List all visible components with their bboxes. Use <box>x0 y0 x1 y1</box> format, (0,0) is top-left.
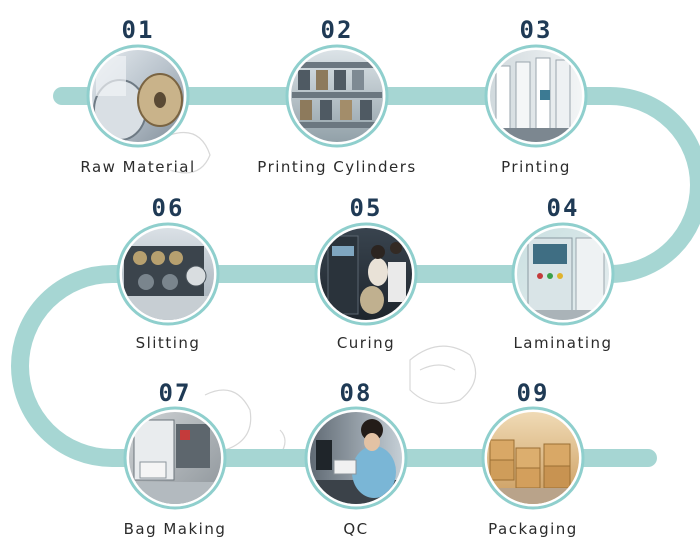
step-06 <box>116 222 220 326</box>
step-label: Printing Cylinders <box>257 158 417 176</box>
step-number: 09 <box>516 379 550 407</box>
step-07 <box>123 406 227 510</box>
background-sketch-decoration <box>169 131 477 456</box>
step-09 <box>481 406 585 510</box>
step-01 <box>86 44 190 148</box>
step-label: Bag Making <box>123 520 227 538</box>
step-number: 07 <box>158 379 192 407</box>
step-number: 03 <box>519 16 553 44</box>
step-02 <box>285 44 389 148</box>
step-label: Curing <box>336 334 396 352</box>
step-label: Printing <box>501 158 571 176</box>
step-03 <box>484 44 588 148</box>
process-track <box>11 87 700 467</box>
printing-cylinders-rack-photo <box>291 50 383 142</box>
step-number: 04 <box>546 194 580 222</box>
quality-control-photo <box>310 412 402 504</box>
step-05 <box>314 222 418 326</box>
step-number: 05 <box>349 194 383 222</box>
step-number: 01 <box>121 16 155 44</box>
step-number: 02 <box>320 16 354 44</box>
step-label: Packaging <box>488 520 578 538</box>
step-label: Raw Material <box>80 158 196 176</box>
step-08 <box>304 406 408 510</box>
step-number: 08 <box>339 379 373 407</box>
step-label: QC <box>343 520 369 538</box>
laminating-machine-photo <box>517 228 609 320</box>
step-label: Laminating <box>513 334 613 352</box>
printing-press-photo <box>490 50 582 142</box>
slitting-machine-photo <box>122 228 214 320</box>
step-04 <box>511 222 615 326</box>
packaging-cartons-photo <box>487 412 579 504</box>
step-number: 06 <box>151 194 185 222</box>
step-label: Slitting <box>135 334 201 352</box>
